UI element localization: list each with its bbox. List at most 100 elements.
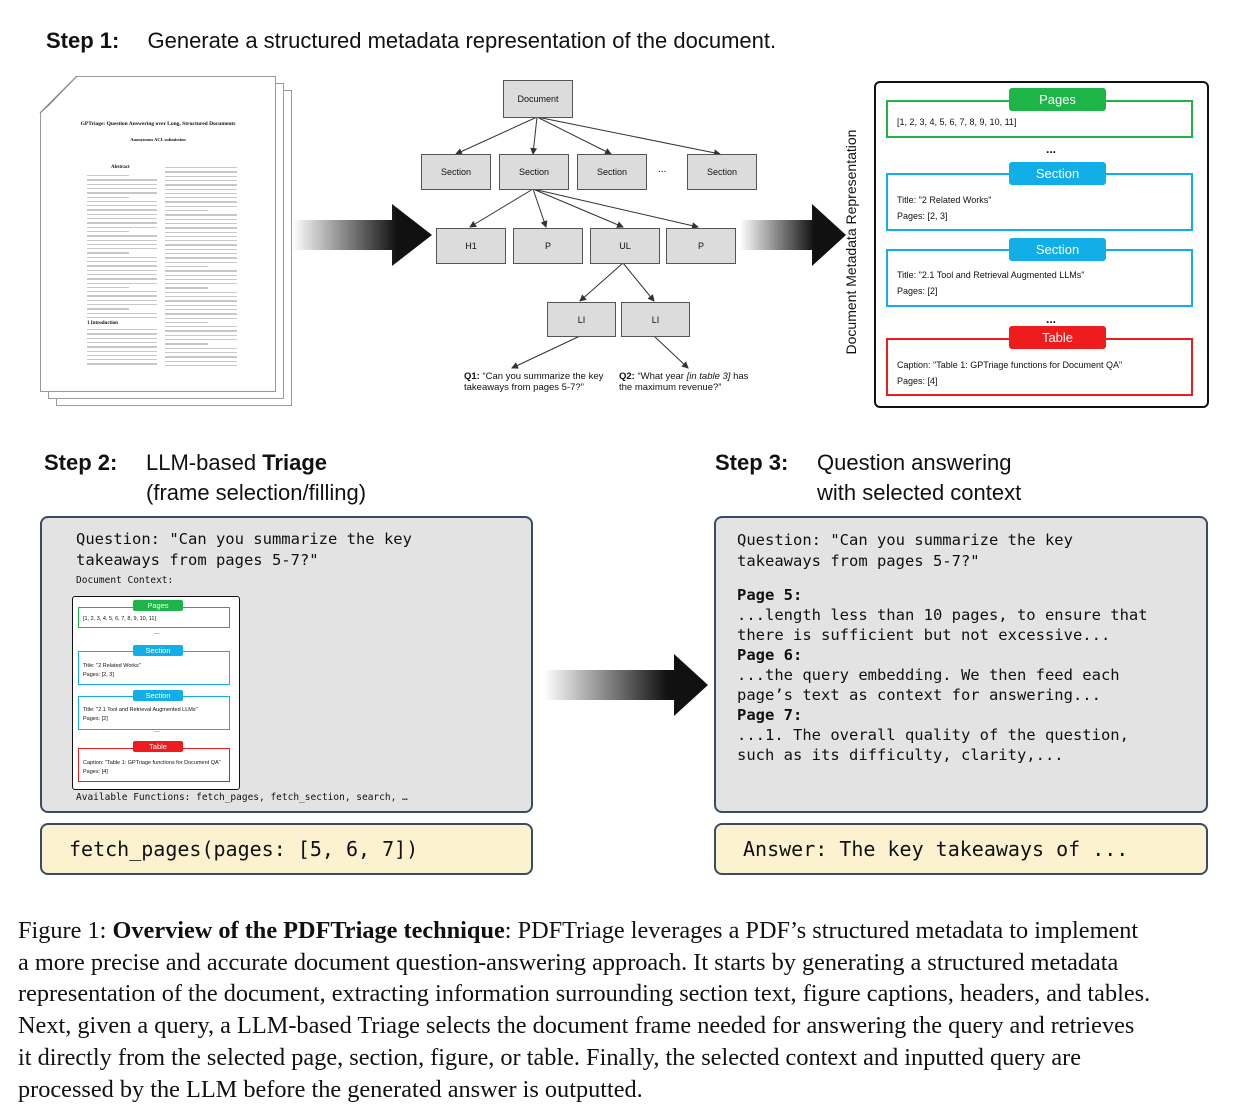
- tree-node-section-1: Section: [421, 154, 491, 190]
- document-text-line: [87, 291, 157, 293]
- document-text-line: [165, 360, 237, 362]
- mini-table-caption: Caption: "Table 1: GPTriage functions fo…: [83, 760, 221, 766]
- badge-section-2: Section: [1009, 238, 1106, 261]
- paper-author: Anonymous ACL submission: [130, 137, 186, 142]
- document-text-line: [165, 300, 237, 302]
- document-text-line: [165, 287, 209, 289]
- document-text-line: [87, 239, 157, 241]
- document-text-line: [87, 235, 157, 237]
- document-text-line: [87, 295, 157, 297]
- step2-text-b: Triage: [262, 450, 327, 475]
- figure-caption: Figure 1: Overview of the PDFTriage tech…: [18, 915, 1230, 1105]
- tree-node-section-4: Section: [687, 154, 757, 190]
- step3-question-line-2: takeaways from pages 5-7?": [737, 552, 980, 570]
- document-text-line: [87, 252, 129, 254]
- query-q2-text-c: has the maximum revenue?”: [619, 371, 749, 393]
- badge-section-1: Section: [1009, 162, 1106, 185]
- badge-table: Table: [1009, 326, 1106, 349]
- document-text-line: [165, 171, 237, 173]
- document-text-line: [87, 359, 157, 361]
- tree-node-section-3: Section: [577, 154, 647, 190]
- document-text-line: [165, 201, 237, 203]
- arrow-tree-to-metadata: [740, 204, 846, 266]
- document-text-line: [165, 257, 237, 259]
- document-text-line: [87, 350, 157, 352]
- available-functions: Available Functions: fetch_pages, fetch_…: [76, 792, 408, 803]
- mini-table-pages: Pages: [4]: [83, 769, 108, 775]
- mini-badge-pages: Pages: [133, 600, 183, 611]
- document-text-line: [165, 218, 237, 220]
- caption-line-1-rest: : PDFTriage leverages a PDF’s structured…: [504, 917, 1139, 944]
- document-text-line: [165, 321, 209, 324]
- document-text-line: [87, 196, 129, 198]
- document-text-line: [87, 346, 157, 348]
- document-text-line: [165, 347, 237, 349]
- mini-card-section-2: Title: "2.1 Tool and Retrieval Augmented…: [78, 696, 230, 730]
- document-text-line: [87, 286, 129, 289]
- document-text-line: [165, 261, 237, 263]
- document-text-line: [87, 265, 157, 267]
- document-text-line: [165, 356, 237, 358]
- mini-section-1-title: Title: "2 Related Works": [83, 663, 141, 669]
- page-6-line-1: ...the query embedding. We then feed eac…: [737, 666, 1120, 684]
- document-text-line: [87, 273, 157, 276]
- page-7-line-2: such as its difficulty, clarity,...: [737, 746, 1064, 764]
- tree-node-li-2: LI: [621, 302, 690, 337]
- mini-ellipsis-1: ...: [154, 629, 160, 636]
- step3-text-a: Question answering: [817, 450, 1012, 475]
- document-text-line: [165, 308, 237, 311]
- page-6-line-2: page’s text as context for answering...: [737, 686, 1101, 704]
- document-text-line: [165, 339, 237, 341]
- metadata-table-caption: Caption: "Table 1: GPTriage functions fo…: [897, 360, 1123, 370]
- answer-text: Answer: The key takeaways of ...: [743, 837, 1129, 861]
- function-call-text: fetch_pages(pages: [5, 6, 7]): [69, 837, 419, 861]
- mini-section-2-title: Title: "2.1 Tool and Retrieval Augmented…: [83, 707, 198, 713]
- document-text-line: [87, 308, 129, 310]
- caption-line-4: Next, given a query, a LLM-based Triage …: [18, 1012, 1135, 1040]
- page-fold-corner: [39, 75, 78, 114]
- caption-prefix: Figure 1:: [18, 917, 113, 944]
- document-text-line: [165, 326, 237, 328]
- document-text-line: [87, 337, 157, 339]
- document-text-line: [165, 278, 237, 281]
- step3-panel: Question: "Can you summarize the key tak…: [714, 516, 1208, 813]
- document-text-line: [87, 312, 157, 314]
- document-text-line: [87, 261, 157, 263]
- document-text-line: [165, 222, 237, 225]
- tree-connectors: [455, 116, 721, 369]
- step2-panel: Question: "Can you summarize the key tak…: [40, 516, 533, 813]
- document-text-line: [87, 354, 157, 357]
- mini-section-2-pages: Pages: [2]: [83, 716, 108, 722]
- page-7-line-1: ...1. The overall quality of the questio…: [737, 726, 1129, 744]
- document-text-line: [87, 192, 157, 194]
- mini-badge-section-2: Section: [133, 690, 183, 701]
- document-text-line: [165, 248, 237, 251]
- step2-heading: Step 2: LLM-based Triage (frame selectio…: [44, 448, 366, 505]
- step2-question-line-1: Question: "Can you summarize the key: [76, 530, 412, 548]
- document-text-line: [87, 187, 157, 190]
- document-text-line: [165, 184, 237, 186]
- arrow-step2-to-step3: [544, 654, 708, 716]
- document-text-line: [165, 227, 237, 229]
- tree-node-h1: H1: [436, 228, 506, 264]
- document-text-line: [87, 179, 157, 181]
- document-text-line: [165, 175, 237, 177]
- arrow-doc-to-tree: [292, 204, 432, 266]
- document-text-line: [87, 299, 157, 302]
- tree-node-li-1: LI: [547, 302, 616, 337]
- document-text-line: [165, 192, 237, 195]
- document-text-line: [87, 363, 157, 365]
- document-text-line: [87, 269, 157, 271]
- document-text-line: [165, 265, 209, 268]
- step2-function-call: fetch_pages(pages: [5, 6, 7]): [40, 823, 533, 875]
- step2-text-c: (frame selection/filling): [146, 480, 367, 505]
- document-text-line: [87, 248, 157, 250]
- document-text-line: [165, 304, 237, 306]
- step2-text-a: LLM-based: [146, 450, 263, 475]
- document-text-line: [165, 343, 209, 345]
- document-text-line: [165, 270, 237, 272]
- document-text-line: [165, 313, 237, 315]
- document-text-line: [87, 341, 157, 344]
- document-text-line: [87, 316, 157, 319]
- step1-heading: Step 1: Generate a structured metadata r…: [46, 28, 776, 54]
